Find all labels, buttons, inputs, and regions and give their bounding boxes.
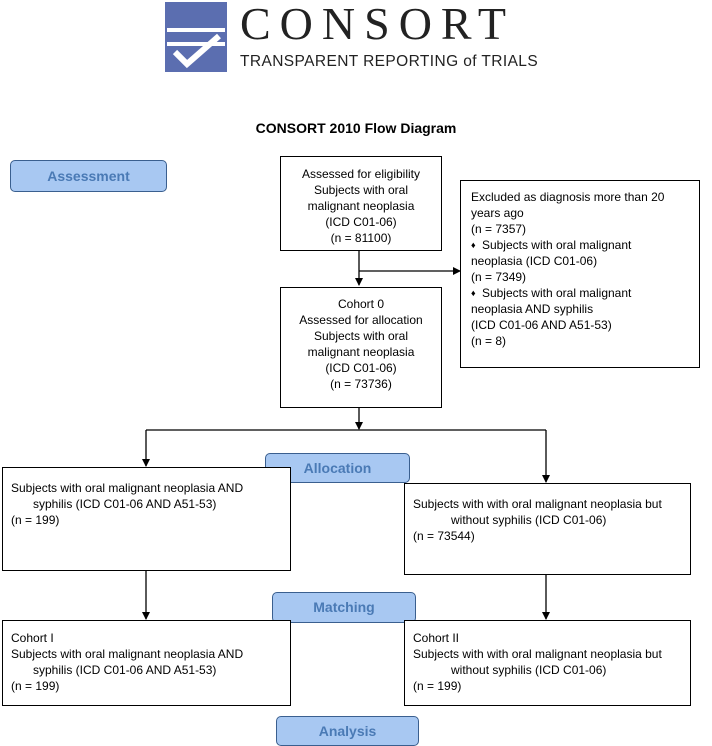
cohort0-line5: (ICD C01-06): [325, 361, 397, 375]
excluded-item2-line2: neoplasia AND syphilis: [471, 302, 594, 316]
allocation-left-box: Subjects with oral malignant neoplasia A…: [2, 467, 291, 571]
cohort2-count: (n = 199): [413, 679, 462, 693]
alloc-right-line2: without syphilis (ICD C01-06): [451, 513, 607, 527]
cohort1-title: Cohort I: [11, 631, 54, 645]
diamond-bullet-icon: ♦: [471, 240, 476, 250]
excluded-line1: Excluded as diagnosis more than 20: [471, 190, 665, 204]
alloc-left-count: (n = 199): [11, 513, 60, 527]
excluded-item1-count: (n = 7349): [471, 270, 527, 284]
cohort0-title: Cohort 0: [337, 297, 385, 311]
eligibility-box: Assessed for eligibility Subjects with o…: [280, 156, 442, 251]
cohort1-line3: syphilis (ICD C01-06 AND A51-53): [33, 663, 217, 677]
cohort1-count: (n = 199): [11, 679, 60, 693]
diagram-title: CONSORT 2010 Flow Diagram: [255, 120, 457, 136]
cohort0-line4: malignant neoplasia: [307, 345, 415, 359]
stage-allocation: Allocation: [265, 453, 410, 483]
eligibility-line4: (ICD C01-06): [325, 215, 397, 229]
cohort0-line2: Assessed for allocation: [299, 313, 423, 327]
alloc-left-line1: Subjects with oral malignant neoplasia A…: [11, 481, 244, 495]
excluded-item2: ♦ Subjects with oral malignant: [471, 285, 689, 301]
alloc-left-line2: syphilis (ICD C01-06 AND A51-53): [33, 497, 217, 511]
alloc-right-count: (n = 73544): [413, 529, 475, 543]
allocation-right-box: Subjects with with oral malignant neopla…: [404, 483, 691, 575]
eligibility-line1: Assessed for eligibility: [301, 167, 421, 181]
cohort2-line2: Subjects with with oral malignant neopla…: [413, 647, 662, 661]
stage-assessment-label: Assessment: [47, 168, 130, 184]
excluded-item2-line3: (ICD C01-06 AND A51-53): [471, 318, 612, 332]
cohort1-box: Cohort I Subjects with oral malignant ne…: [2, 620, 291, 706]
excluded-line2: years ago: [471, 206, 524, 220]
cohort2-line3: without syphilis (ICD C01-06): [451, 663, 607, 677]
logo-tagline: TRANSPARENT REPORTING of TRIALS: [240, 53, 539, 70]
excluded-item1: ♦ Subjects with oral malignant: [471, 237, 689, 253]
cohort0-line3: Subjects with oral: [313, 329, 409, 343]
consort-logo-mark: [165, 2, 227, 72]
eligibility-line2: Subjects with oral: [313, 183, 409, 197]
stage-analysis: Analysis: [276, 716, 419, 746]
excluded-box: Excluded as diagnosis more than 20 years…: [460, 180, 700, 368]
diamond-bullet-icon: ♦: [471, 288, 476, 298]
excluded-count: (n = 7357): [471, 222, 527, 236]
excluded-item2-count: (n = 8): [471, 334, 507, 348]
excluded-item2-line1: Subjects with oral malignant: [481, 286, 632, 300]
excluded-item1-line2: neoplasia (ICD C01-06): [471, 254, 598, 268]
stage-matching: Matching: [272, 592, 416, 623]
cohort1-line2: Subjects with oral malignant neoplasia A…: [11, 647, 244, 661]
stage-matching-label: Matching: [313, 599, 375, 615]
stage-analysis-label: Analysis: [318, 723, 377, 739]
eligibility-count: (n = 81100): [330, 231, 392, 245]
cohort2-title: Cohort II: [413, 631, 460, 645]
cohort0-count: (n = 73736): [330, 377, 392, 391]
eligibility-line3: malignant neoplasia: [307, 199, 415, 213]
cohort0-box: Cohort 0 Assessed for allocation Subject…: [280, 287, 442, 408]
cohort2-box: Cohort II Subjects with with oral malign…: [404, 620, 691, 706]
excluded-item1-line1: Subjects with oral malignant: [481, 238, 632, 252]
logo-wordmark: CONSORT: [240, 0, 515, 49]
stage-allocation-label: Allocation: [303, 460, 372, 476]
stage-assessment: Assessment: [10, 160, 167, 192]
alloc-right-line1: Subjects with with oral malignant neopla…: [413, 497, 662, 511]
